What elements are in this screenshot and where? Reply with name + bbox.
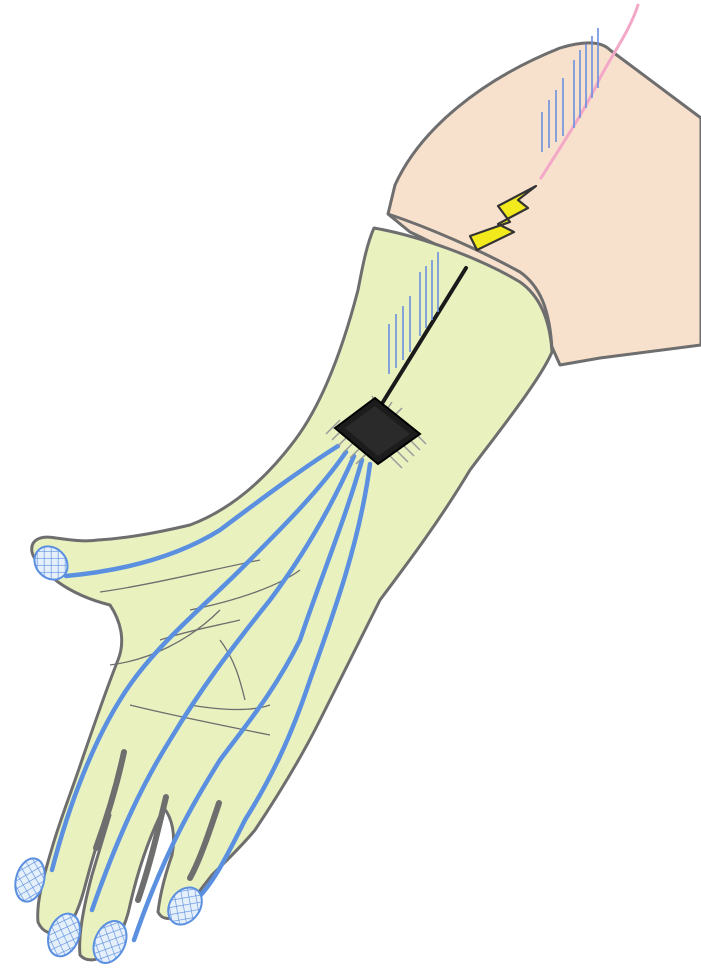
- glove: [32, 228, 552, 960]
